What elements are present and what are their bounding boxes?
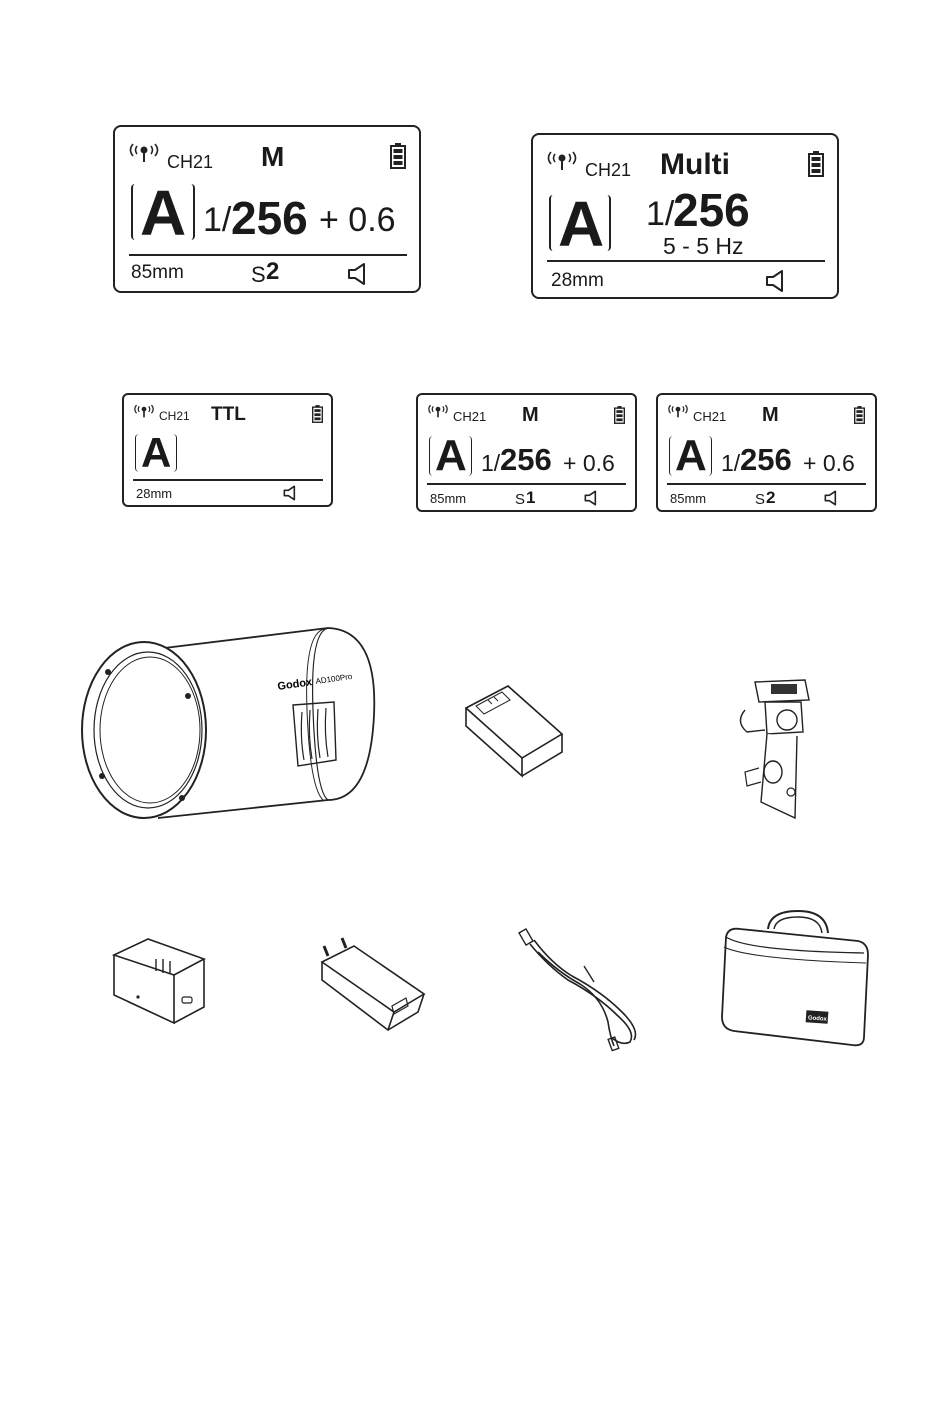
zoom-value: 28mm [551,270,604,292]
bracket-mount-illustration [725,672,825,822]
battery-pack-illustration [462,682,566,777]
slave-number: 2 [766,488,775,508]
power-value: 256 [740,442,792,478]
carrying-case-illustration: Godox [718,907,874,1049]
antenna-icon [545,149,579,174]
mode-label: Multi [660,148,730,182]
antenna-icon [132,403,156,421]
power-value: 256 [231,191,308,245]
speaker-icon [283,485,299,506]
zoom-value: 28mm [136,486,172,501]
slave-prefix: S [755,491,765,508]
slave-number: 2 [266,258,279,286]
mode-label: M [762,404,779,427]
speaker-icon [584,490,600,511]
channel-label: CH21 [693,409,726,424]
divider-line [133,479,323,481]
lcd-panel-manual: CH21 M A 1/ 256 + 0.6 85mm S 2 [113,125,421,293]
mode-label: M [522,404,539,427]
divider-line [547,260,825,262]
battery-icon [312,405,323,428]
compensation-value: + 0.6 [319,201,396,240]
battery-icon [614,406,625,429]
battery-icon [808,151,824,182]
charger-dock-illustration [108,935,208,1027]
power-prefix: 1/ [646,195,674,234]
zoom-value: 85mm [670,491,706,506]
antenna-icon [127,141,161,166]
battery-icon [854,406,865,429]
power-prefix: 1/ [481,450,500,477]
lcd-panel-slave-2: CH21 M A 1/ 256 + 0.6 85mm S 2 [656,393,877,512]
power-prefix: 1/ [721,450,740,477]
group-label: A [141,432,171,474]
lcd-panel-multi: CH21 Multi A 1/ 256 5 - 5 Hz 28mm [531,133,839,299]
antenna-icon [426,403,450,421]
group-label: A [140,181,186,245]
flash-brand-text: Godox [277,676,314,693]
compensation-value: + 0.6 [563,450,615,477]
lcd-panel-ttl: CH21 TTL A 28mm [122,393,333,507]
slave-prefix: S [251,262,266,288]
channel-label: CH21 [159,409,190,423]
channel-label: CH21 [585,160,631,181]
compensation-value: + 0.6 [803,450,855,477]
divider-line [667,483,866,485]
group-label: A [435,434,467,478]
zoom-value: 85mm [430,491,466,506]
zoom-value: 85mm [131,262,184,284]
channel-label: CH21 [167,152,213,173]
battery-icon [390,143,406,174]
frequency-value: 5 - 5 Hz [663,233,744,260]
divider-line [427,483,626,485]
flash-model-text: AD100Pro [315,672,353,686]
antenna-icon [666,403,690,421]
mode-label: TTL [211,404,246,426]
speaker-icon [765,269,789,298]
usb-cable-illustration [518,926,642,1052]
power-value: 256 [500,442,552,478]
power-prefix: 1/ [203,201,231,240]
group-label: A [558,192,604,256]
speaker-icon [347,262,371,291]
divider-line [129,254,407,256]
lcd-panel-slave-1: CH21 M A 1/ 256 + 0.6 85mm S 1 [416,393,637,512]
mode-label: M [261,141,284,173]
slave-prefix: S [515,491,525,508]
slave-number: 1 [526,488,535,508]
power-value: 256 [673,183,750,237]
group-label: A [675,434,707,478]
speaker-icon [824,490,840,511]
channel-label: CH21 [453,409,486,424]
flash-head-illustration: Godox AD100Pro [78,620,378,825]
usb-adapter-illustration [318,936,426,1032]
